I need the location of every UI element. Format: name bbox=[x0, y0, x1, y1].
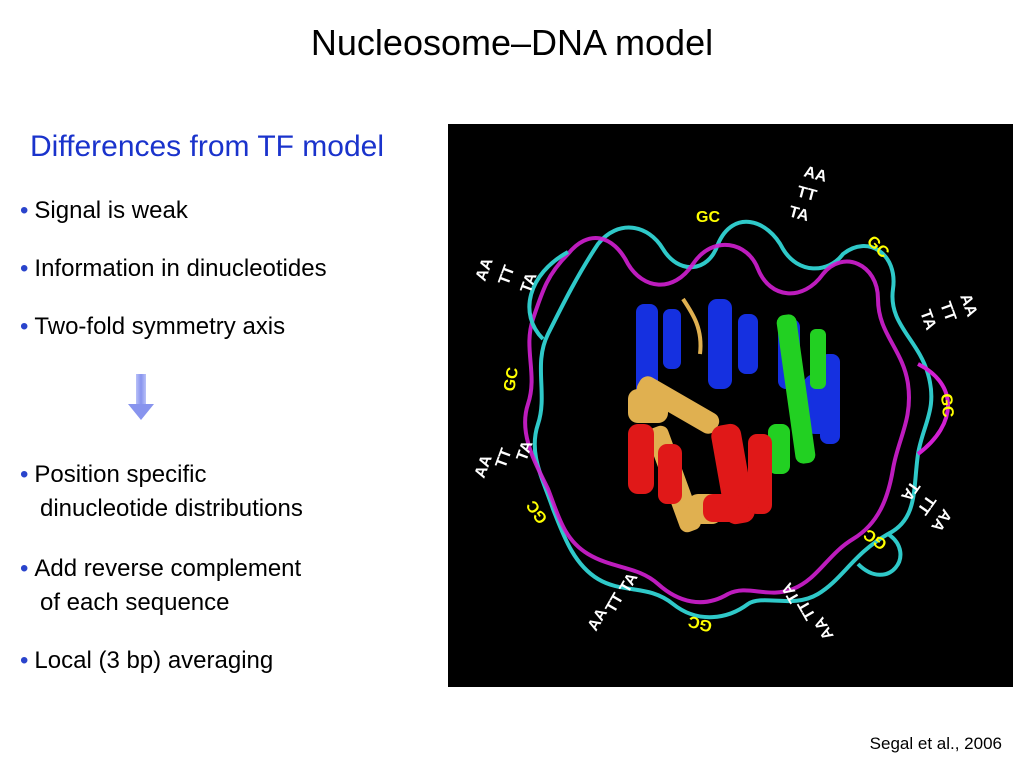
bullet-text: Signal is weak bbox=[34, 197, 188, 224]
bullet-dot: • bbox=[20, 647, 29, 674]
label-tt: TT bbox=[795, 183, 818, 205]
section-heading: Differences from TF model bbox=[30, 130, 385, 163]
bullet-text-continued: of each sequence bbox=[40, 589, 230, 616]
dna-loop-bottomright bbox=[856, 532, 903, 577]
label-gc: GC bbox=[937, 393, 956, 419]
bullet-item: •Local (3 bp) averaging bbox=[20, 644, 273, 678]
label-aa: AA bbox=[956, 292, 980, 320]
nucleosome-figure: AA TT TA GC GC AA TT TA AA TT TA GC GC A… bbox=[448, 124, 1013, 687]
label-aa: AA bbox=[802, 163, 829, 186]
citation: Segal et al., 2006 bbox=[869, 734, 1002, 753]
dna-strand-magenta bbox=[523, 236, 911, 605]
dna-loop-right bbox=[916, 362, 950, 456]
label-gc: GC bbox=[686, 612, 714, 635]
label-gc: GC bbox=[501, 366, 522, 393]
bullet-item: •Two-fold symmetry axis bbox=[20, 310, 285, 344]
bullet-text: Two-fold symmetry axis bbox=[34, 313, 286, 340]
label-aa: AA bbox=[811, 614, 837, 643]
label-tt: TT bbox=[936, 300, 959, 324]
bullet-item: •Information in dinucleotides bbox=[20, 252, 327, 286]
down-arrow-icon bbox=[128, 374, 154, 420]
label-ta: TA bbox=[787, 203, 811, 225]
dna-loop-topleft bbox=[527, 250, 569, 341]
bullet-item: •Signal is weak bbox=[20, 194, 188, 228]
bullet-dot: • bbox=[20, 555, 29, 582]
nucleosome-structure-image: AA TT TA GC GC AA TT TA AA TT TA GC GC A… bbox=[472, 163, 980, 642]
bullet-item: •Position specific dinucleotide distribu… bbox=[20, 458, 303, 526]
bullet-text: Local (3 bp) averaging bbox=[34, 647, 274, 674]
label-aa: AA bbox=[473, 255, 497, 283]
bullet-dot: • bbox=[20, 197, 29, 224]
histone-red bbox=[628, 423, 772, 525]
dinucleotide-labels: AA TT TA GC GC AA TT TA AA TT TA GC GC A… bbox=[472, 163, 980, 642]
label-tt: TT bbox=[493, 446, 516, 470]
bullet-dot: • bbox=[20, 461, 29, 488]
bullet-dot: • bbox=[20, 255, 29, 282]
label-gc: GC bbox=[696, 209, 720, 226]
label-ta: TA bbox=[518, 270, 541, 295]
bullet-text: Information in dinucleotides bbox=[34, 255, 327, 282]
bullet-text-continued: dinucleotide distributions bbox=[40, 495, 303, 522]
label-ta: TA bbox=[514, 438, 537, 463]
bullet-text: Add reverse complement bbox=[34, 555, 302, 582]
label-tt: TT bbox=[496, 263, 519, 287]
label-gc: GC bbox=[523, 497, 551, 527]
slide-title: Nucleosome–DNA model bbox=[310, 22, 714, 63]
bullet-item: •Add reverse complement of each sequence bbox=[20, 552, 301, 620]
bullet-text: Position specific bbox=[34, 461, 207, 488]
label-aa: AA bbox=[472, 452, 496, 480]
histone-green bbox=[768, 314, 826, 474]
label-ta: TA bbox=[916, 308, 939, 333]
bullet-dot: • bbox=[20, 313, 29, 340]
